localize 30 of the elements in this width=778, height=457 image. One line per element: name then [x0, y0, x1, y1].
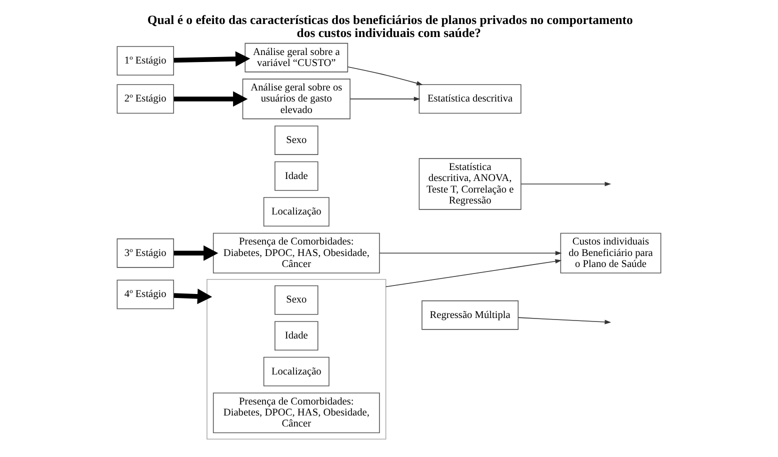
diagram-title: Qual é o efeito das características dos beneficiários de planos privados no comportamento dos custos individuais com saúde? [147, 13, 633, 40]
arrow [385, 259, 562, 288]
node-box: Sexo [274, 285, 318, 315]
node-box: Análise geral sobre a variável “CUSTO” [244, 42, 348, 72]
node-box: Idade [274, 321, 318, 350]
node-box: Sexo [274, 126, 318, 155]
cluster [206, 278, 386, 440]
node-box: Estatística descritiva, ANOVA, Teste T, Correlação e Regressão [418, 158, 522, 210]
node-box: Presença de Comorbidades: Diabetes, DPOC, HAS, Obesidade, Câncer [212, 232, 380, 274]
node-box: 1º Estágio [116, 46, 174, 76]
arrow [174, 288, 212, 304]
arrow [379, 250, 562, 256]
node-box: Idade [274, 161, 318, 191]
node-box: Regressão Múltipla [422, 300, 519, 330]
node-box: Localização [263, 197, 330, 227]
node-box: Presença de Comorbidades: Diabetes, DPOC, HAS, Obesidade, Câncer [212, 392, 380, 434]
node-box: 3º Estágio [116, 238, 174, 268]
node-box: Custos individuais do Beneficiário para o Plano de Saúde [560, 232, 662, 274]
arrow [174, 91, 248, 107]
arrow [350, 96, 420, 102]
node-box: 2º Estágio [116, 84, 174, 114]
arrow [518, 317, 612, 324]
arrow [174, 51, 250, 67]
arrow [174, 245, 218, 261]
node-box: Análise geral sobre os usuários de gasto elevado [242, 78, 350, 120]
node-box: 4º Estágio [116, 280, 174, 310]
arrow [347, 66, 423, 86]
node-box: Localização [263, 356, 330, 386]
node-box: Estatística descritiva [418, 84, 522, 114]
arrow [520, 182, 612, 186]
